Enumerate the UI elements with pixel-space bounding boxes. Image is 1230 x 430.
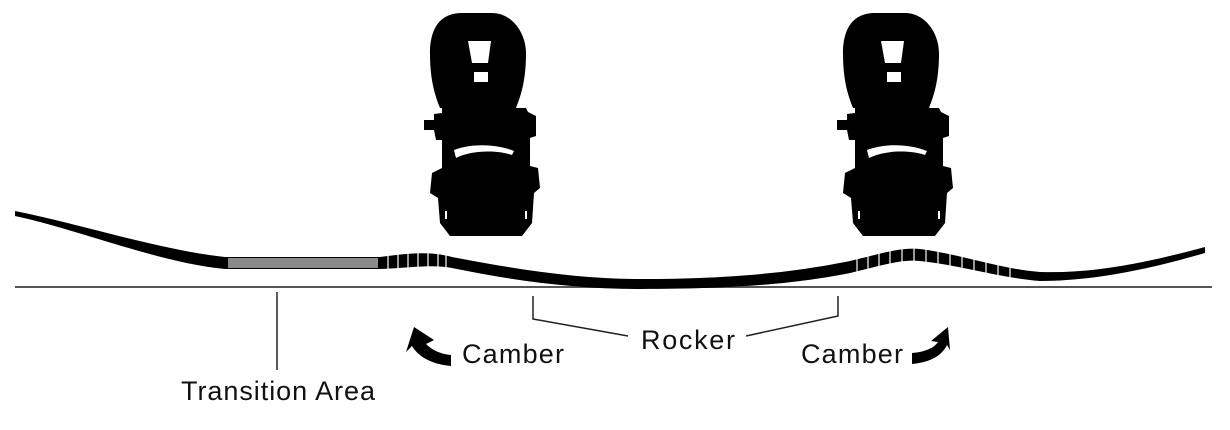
right-binding-icon — [837, 13, 953, 236]
camber-left-label: Camber — [462, 339, 564, 369]
rocker-bracket-right — [745, 296, 839, 337]
transition-area-segment — [228, 258, 378, 268]
camber-right-arrow-icon — [912, 327, 950, 364]
snowboard — [15, 211, 1205, 289]
left-binding-icon — [424, 13, 540, 236]
transition-area-label: Transition Area — [181, 376, 376, 406]
camber-right-label: Camber — [801, 339, 903, 369]
rocker-label: Rocker — [641, 325, 735, 355]
rocker-bracket-left — [532, 296, 629, 337]
sidecut-segment-marks — [387, 246, 1011, 279]
camber-left-arrow-icon — [406, 327, 451, 366]
